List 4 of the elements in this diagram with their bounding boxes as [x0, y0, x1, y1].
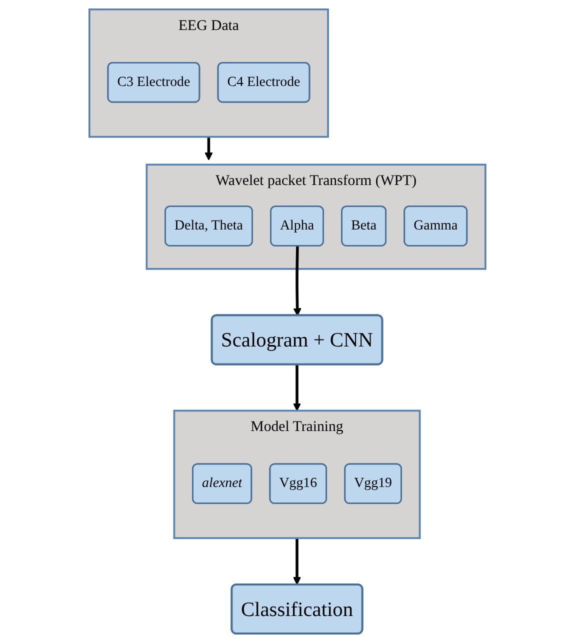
arrow [293, 538, 302, 585]
arrow [293, 364, 302, 412]
arrow [293, 246, 302, 316]
arrow [204, 136, 213, 160]
